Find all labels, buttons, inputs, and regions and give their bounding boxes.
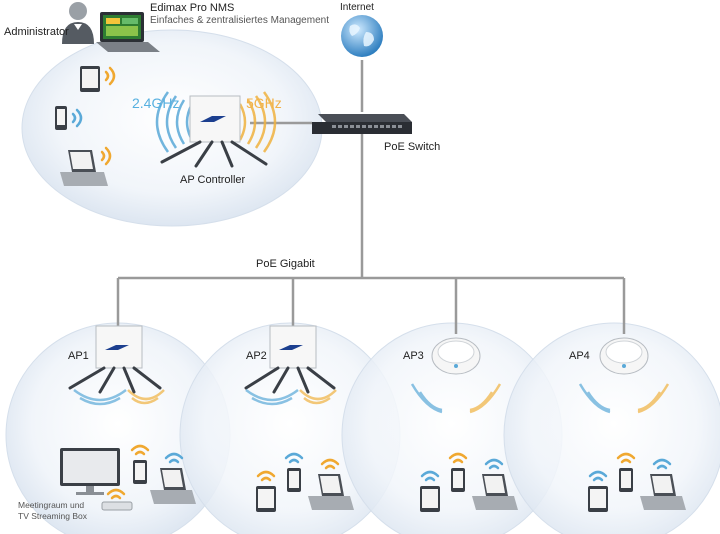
notebook-icon [150, 468, 196, 504]
tablet-icon [420, 486, 440, 512]
notebook-icon [60, 150, 108, 186]
wifi-signal-icons [71, 66, 116, 166]
ap3-label: AP3 [403, 350, 424, 362]
smartphone-icon [619, 468, 633, 492]
smartphone-icon [451, 468, 465, 492]
poe-switch-device [312, 114, 412, 134]
ap4-device [578, 337, 670, 414]
administrator-label: Administrator [4, 26, 69, 38]
internet-globe-icon [341, 15, 383, 57]
tv-icon [60, 448, 120, 495]
ap1-device [68, 325, 165, 406]
ap2-device [244, 325, 337, 406]
client-wifi-signals [106, 444, 672, 500]
cables [116, 60, 626, 334]
poe-gigabit-label: PoE Gigabit [256, 258, 315, 270]
poe-switch-label: PoE Switch [384, 141, 441, 153]
meeting-room-label-line2: TV Streaming Box [18, 511, 87, 521]
band-5ghz-label: 5GHz [246, 95, 282, 111]
nms-subtitle: Einfaches & zentralisiertes Management [150, 15, 329, 26]
smartphone-icon [133, 460, 147, 484]
admin-laptop-icon [96, 12, 160, 52]
band-24ghz-label: 2.4GHz [132, 95, 180, 111]
smartphone-icon [55, 106, 67, 130]
administrator-person-icon [62, 2, 94, 44]
tablet-icon [588, 486, 608, 512]
ap2-label: AP2 [246, 350, 267, 362]
meeting-room-label-line1: Meetingraum und [18, 500, 85, 510]
ap-controller-device [155, 91, 277, 168]
tablet-icon [256, 486, 276, 512]
notebook-icon [308, 474, 354, 510]
ap3-device [410, 337, 502, 414]
streaming-box-icon [101, 501, 133, 511]
notebook-icon [472, 474, 518, 510]
ap1-label: AP1 [68, 350, 89, 362]
nms-title: Edimax Pro NMS [150, 2, 235, 14]
ap-controller-label: AP Controller [180, 174, 246, 186]
notebook-icon [640, 474, 686, 510]
tablet-icon [80, 66, 100, 92]
internet-label: Internet [340, 2, 374, 13]
ap4-label: AP4 [569, 350, 590, 362]
smartphone-icon [287, 468, 301, 492]
